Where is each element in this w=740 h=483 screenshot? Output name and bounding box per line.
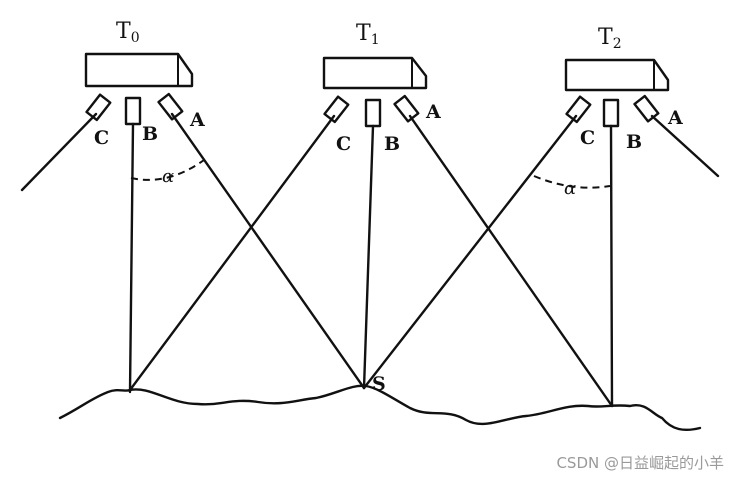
camera-c-label: C [336, 133, 351, 155]
ray-c [362, 114, 578, 390]
camera-b [124, 96, 142, 126]
angle-alpha-label: α [162, 166, 174, 187]
ray-b [609, 124, 614, 408]
camera-housing [84, 52, 194, 88]
ray-a [650, 114, 720, 178]
camera-c [323, 95, 350, 124]
ray-c [128, 114, 336, 392]
camera-a-label: A [667, 107, 683, 129]
ray-c [20, 112, 98, 192]
angle-arc [130, 159, 205, 181]
station-label: T0 [116, 19, 140, 46]
camera-b [602, 98, 620, 128]
station-label: T2 [598, 25, 622, 52]
camera-b [364, 98, 382, 128]
ray-b [362, 124, 375, 390]
camera-b-label: B [142, 123, 158, 145]
camera-c-label: C [580, 127, 595, 149]
angle-arc [533, 175, 611, 189]
camera-a-label: A [425, 101, 441, 123]
camera-b-label: B [384, 133, 400, 155]
station-t0: α T0 C B A [20, 19, 366, 394]
camera-c [85, 93, 112, 122]
camera-c-label: C [94, 127, 109, 149]
camera-a [157, 92, 184, 121]
ray-b [128, 122, 135, 394]
station-t2: α T2 C B A [362, 25, 720, 408]
ray-a [170, 112, 366, 390]
station-label: T1 [356, 21, 380, 48]
ground-point-label: S [372, 373, 386, 395]
camera-c [565, 95, 592, 124]
terrain-line [58, 384, 702, 432]
camera-a-label: A [189, 109, 205, 131]
camera-housing [564, 58, 670, 92]
angle-alpha-label: α [564, 178, 576, 199]
camera-housing [322, 56, 428, 90]
station-t1: T1 C B A [128, 21, 614, 408]
ray-a [408, 114, 614, 408]
watermark: CSDN @日益崛起的小羊 [556, 454, 724, 472]
camera-b-label: B [626, 131, 642, 153]
camera-a [393, 94, 420, 123]
